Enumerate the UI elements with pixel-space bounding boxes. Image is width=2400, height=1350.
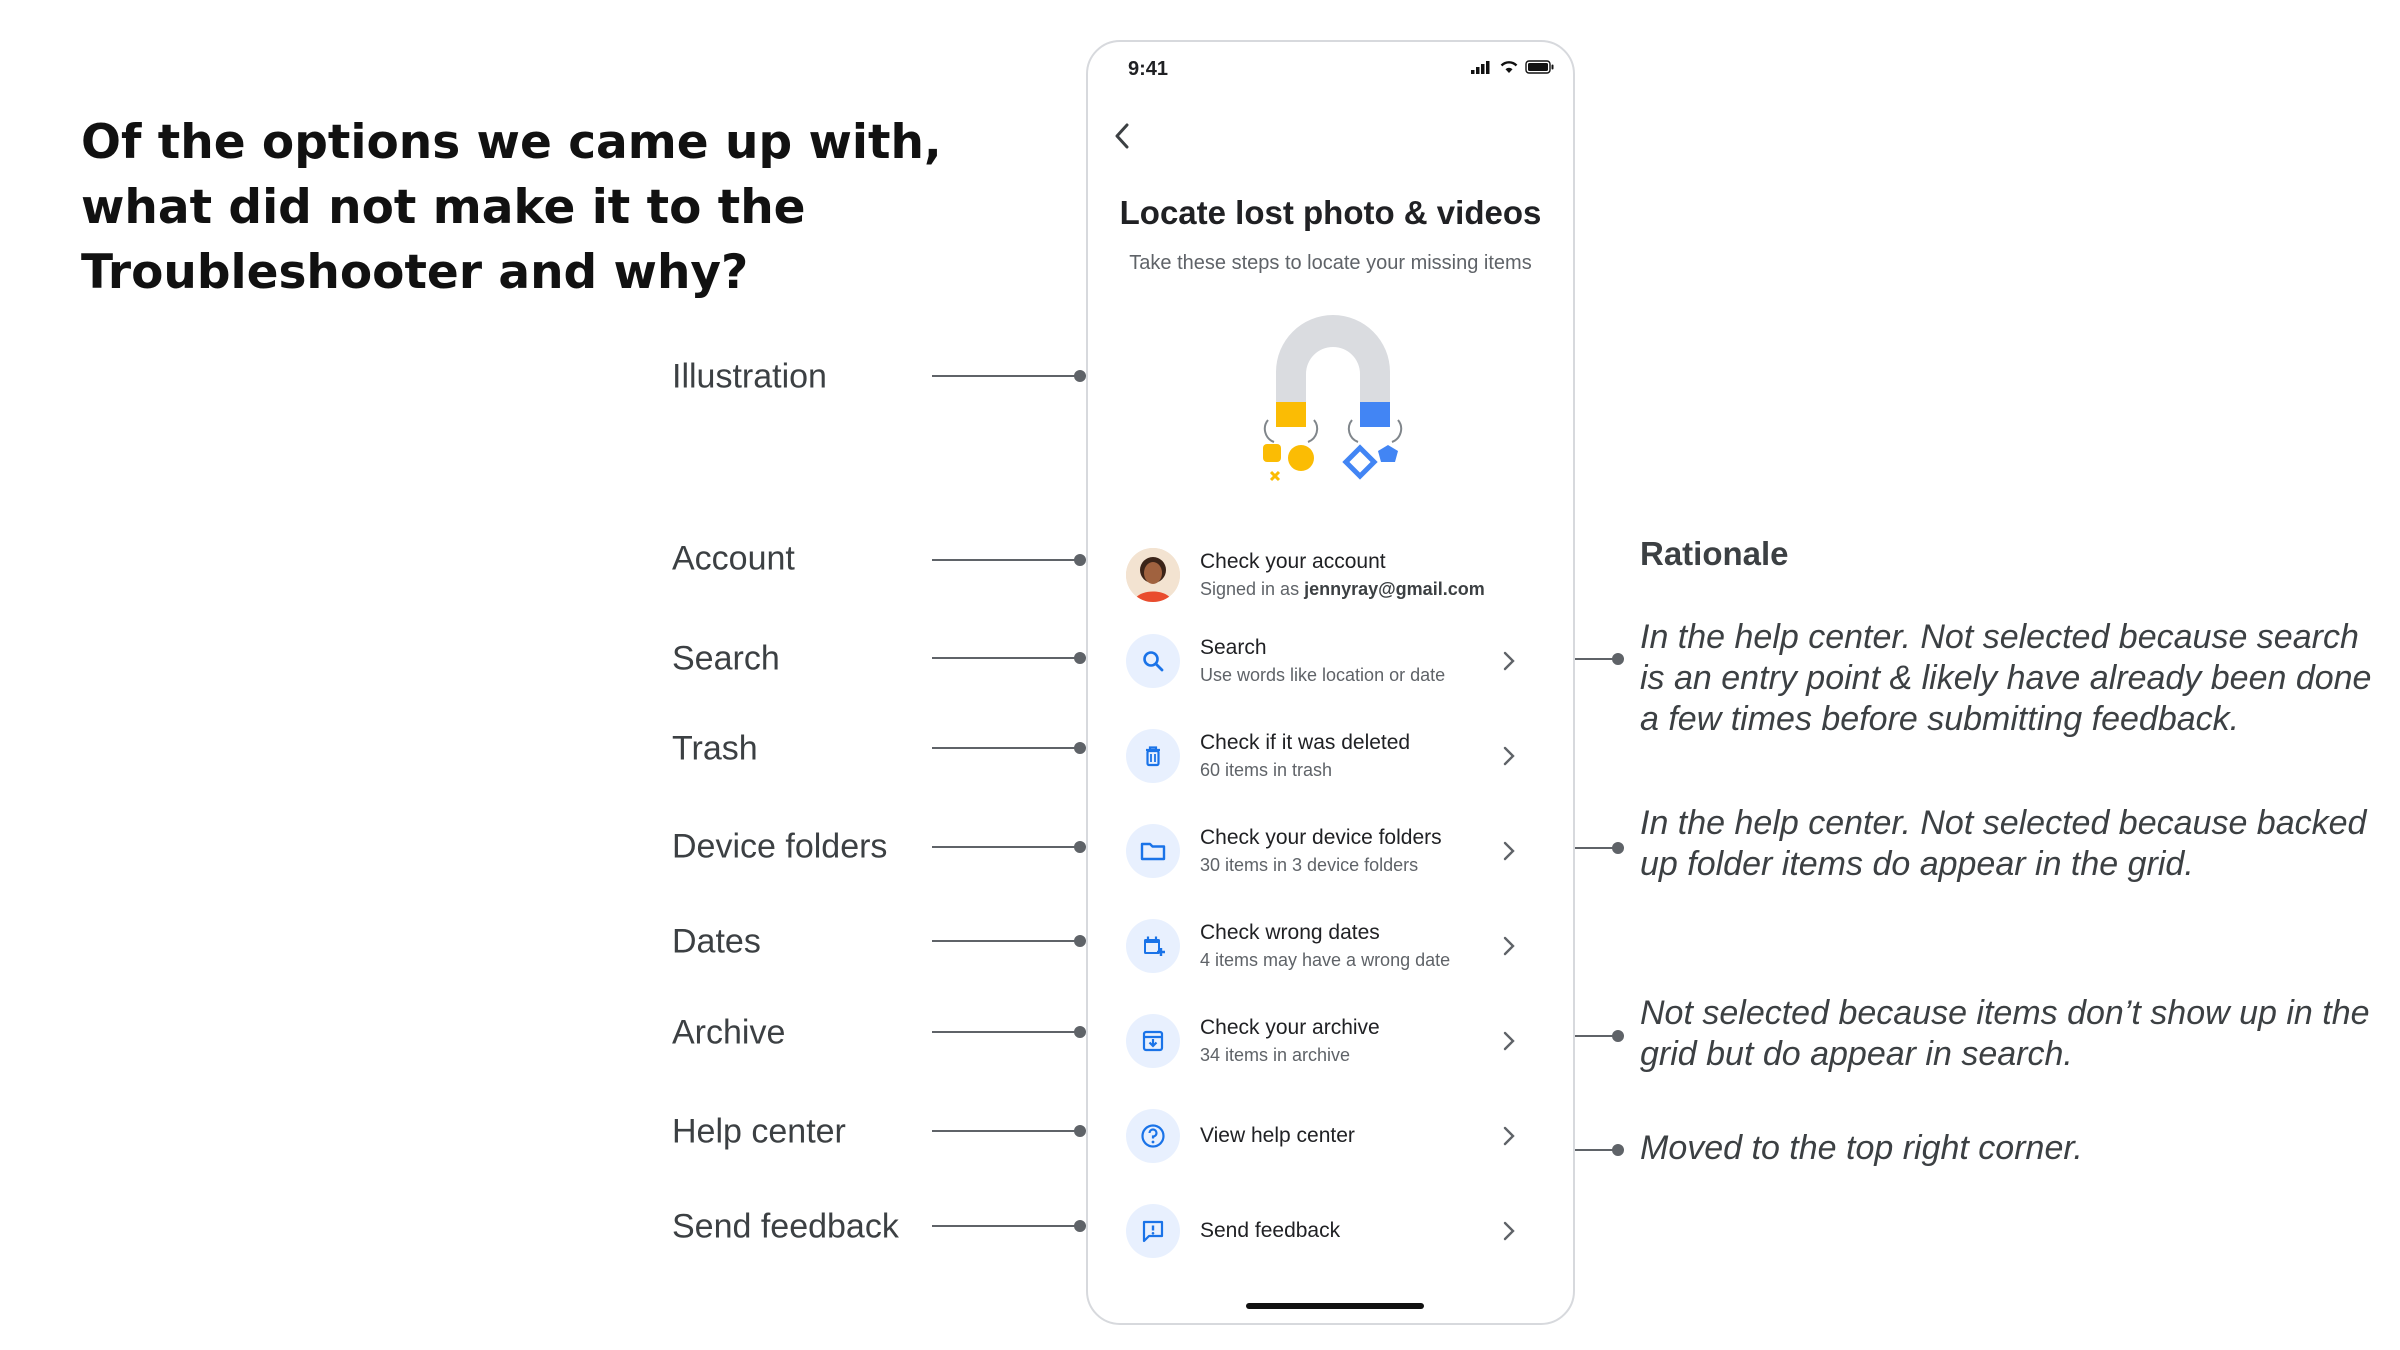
row-title: Search xyxy=(1200,636,1267,659)
battery-icon xyxy=(1525,60,1554,74)
send-feedback-row[interactable]: Send feedback xyxy=(1088,1191,1573,1271)
row-subtitle: 60 items in trash xyxy=(1200,760,1333,780)
connector-dot xyxy=(1612,842,1624,854)
connector-dot xyxy=(1074,554,1086,566)
archive-row[interactable]: Check your archive 34 items in archive xyxy=(1088,1001,1573,1081)
folder-icon xyxy=(1126,824,1180,878)
row-title: Check your device folders xyxy=(1200,826,1442,849)
callout-label-search: Search xyxy=(672,639,780,678)
chevron-right-icon xyxy=(1497,839,1521,863)
slide-title-line: Of the options we came up with, xyxy=(81,115,942,170)
connector-dot xyxy=(1074,1220,1086,1232)
archive-icon xyxy=(1126,1014,1180,1068)
status-bar-icons xyxy=(1471,60,1555,74)
connector-dot xyxy=(1074,652,1086,664)
account-row[interactable]: Check your account Signed in as jennyray… xyxy=(1088,535,1573,615)
callout-label-help-center: Help center xyxy=(672,1112,846,1151)
chevron-right-icon xyxy=(1497,649,1521,673)
row-title: Send feedback xyxy=(1200,1219,1341,1242)
rationale-heading: Rationale xyxy=(1640,535,1789,572)
status-time: 9:41 xyxy=(1128,58,1169,80)
connector-dot xyxy=(1612,653,1624,665)
row-subtitle: 30 items in 3 device folders xyxy=(1200,855,1419,875)
connector-dot xyxy=(1612,1144,1624,1156)
slide-title: Of the options we came up with, what did… xyxy=(81,110,942,305)
rationale-note-search: In the help center. Not selected because… xyxy=(1640,618,2372,738)
search-icon xyxy=(1126,634,1180,688)
back-arrow-icon xyxy=(1115,123,1129,149)
signal-icon xyxy=(1471,61,1490,74)
callout-label-illustration: Illustration xyxy=(672,357,827,396)
help-center-row[interactable]: View help center xyxy=(1088,1096,1573,1176)
search-row[interactable]: Search Use words like location or date xyxy=(1088,621,1573,701)
help-icon xyxy=(1126,1109,1180,1163)
row-subtitle: 34 items in archive xyxy=(1200,1045,1351,1065)
connector-dot xyxy=(1074,1125,1086,1137)
screen-title: Locate lost photo & videos xyxy=(1119,194,1542,231)
row-subtitle: Use words like location or date xyxy=(1200,665,1446,685)
slide-title-line: Troubleshooter and why? xyxy=(81,245,749,300)
screen-subtitle: Take these steps to locate your missing … xyxy=(1129,252,1532,274)
connector-dot xyxy=(1074,742,1086,754)
chevron-right-icon xyxy=(1497,934,1521,958)
row-title: Check if it was deleted xyxy=(1200,731,1411,754)
connector-dot xyxy=(1074,1026,1086,1038)
phone-mockup: 9:41 Locate lost photo & videos Take the… xyxy=(1086,40,1575,1325)
connector-dot xyxy=(1074,935,1086,947)
connector-dot xyxy=(1074,841,1086,853)
feedback-icon xyxy=(1126,1204,1180,1258)
chevron-right-icon xyxy=(1497,1219,1521,1243)
callout-label-send-feedback: Send feedback xyxy=(672,1207,899,1246)
account-email: jennyray@gmail.com xyxy=(1304,579,1485,599)
row-title: Check wrong dates xyxy=(1200,921,1380,944)
callout-label-archive: Archive xyxy=(672,1013,786,1052)
row-title: Check your archive xyxy=(1200,1016,1380,1039)
avatar xyxy=(1126,548,1180,602)
chevron-right-icon xyxy=(1497,744,1521,768)
callout-label-dates: Dates xyxy=(672,922,761,961)
trash-icon xyxy=(1126,729,1180,783)
chevron-right-icon xyxy=(1497,1029,1521,1053)
dates-row[interactable]: Check wrong dates 4 items may have a wro… xyxy=(1088,906,1573,986)
row-title: View help center xyxy=(1200,1124,1355,1147)
account-subtitle: Signed in as jennyray@gmail.com xyxy=(1200,576,1485,602)
calendar-icon xyxy=(1126,919,1180,973)
device-folders-row[interactable]: Check your device folders 30 items in 3 … xyxy=(1088,811,1573,891)
user-avatar-icon xyxy=(1126,548,1180,602)
slide-title-line: what did not make it to the xyxy=(81,180,806,235)
callout-label-account: Account xyxy=(672,539,795,578)
signed-in-prefix: Signed in as xyxy=(1200,579,1300,599)
connector-dot xyxy=(1612,1030,1624,1042)
back-button[interactable] xyxy=(1102,116,1142,156)
account-title: Check your account xyxy=(1200,550,1386,573)
chevron-right-icon xyxy=(1497,1124,1521,1148)
home-indicator xyxy=(1246,1303,1424,1309)
callout-label-device-folders: Device folders xyxy=(672,827,888,866)
wifi-icon xyxy=(1500,61,1518,73)
connector-dot xyxy=(1074,370,1086,382)
rationale-note-help-center: Moved to the top right corner. xyxy=(1640,1129,2083,1167)
magnet-illustration xyxy=(1263,315,1403,482)
callout-label-trash: Trash xyxy=(672,729,758,768)
row-subtitle: 4 items may have a wrong date xyxy=(1200,950,1451,970)
rationale-note-device-folders: In the help center. Not selected because… xyxy=(1640,804,2367,883)
trash-row[interactable]: Check if it was deleted 60 items in tras… xyxy=(1088,716,1573,796)
rationale-note-archive: Not selected because items don’t show up… xyxy=(1640,994,2370,1073)
